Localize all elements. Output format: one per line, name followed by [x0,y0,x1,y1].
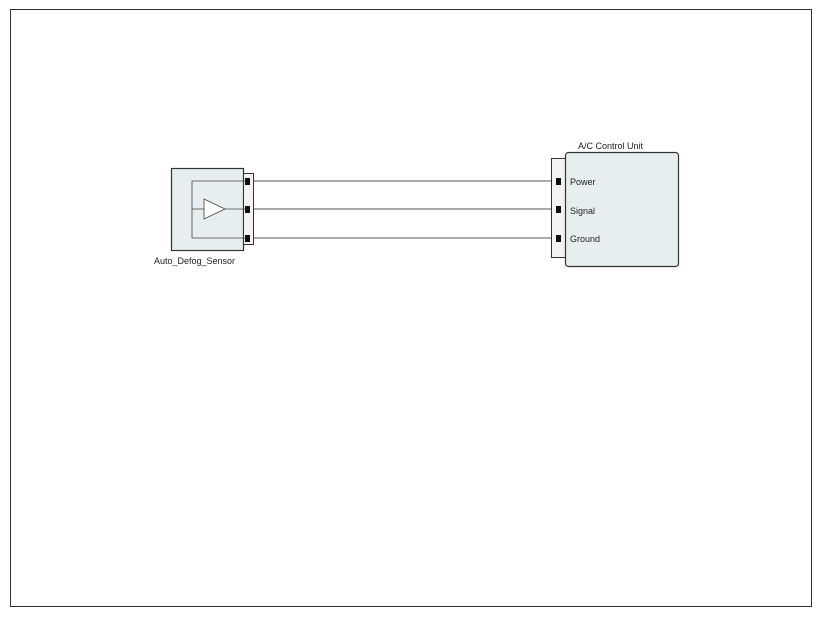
port-label-ground: Ground [570,234,600,244]
amplifier-icon [191,180,246,239]
control-unit-block[interactable]: A/C Control Unit Power Signal Ground [551,141,680,268]
port-label-signal: Signal [570,206,595,216]
sensor-block[interactable]: Auto_Defog_Sensor [154,167,254,267]
control-pin-signal[interactable] [556,206,561,213]
port-label-power: Power [570,177,596,187]
control-pin-ground[interactable] [556,235,561,242]
control-unit-title: A/C Control Unit [578,141,644,151]
sensor-label: Auto_Defog_Sensor [154,256,235,266]
sensor-pin-1[interactable] [245,178,250,185]
sensor-pin-3[interactable] [245,235,250,242]
wires [250,180,558,239]
control-unit-body[interactable] [564,151,680,268]
sensor-pin-2[interactable] [245,206,250,213]
control-pin-power[interactable] [556,178,561,185]
diagram-frame [10,9,812,607]
